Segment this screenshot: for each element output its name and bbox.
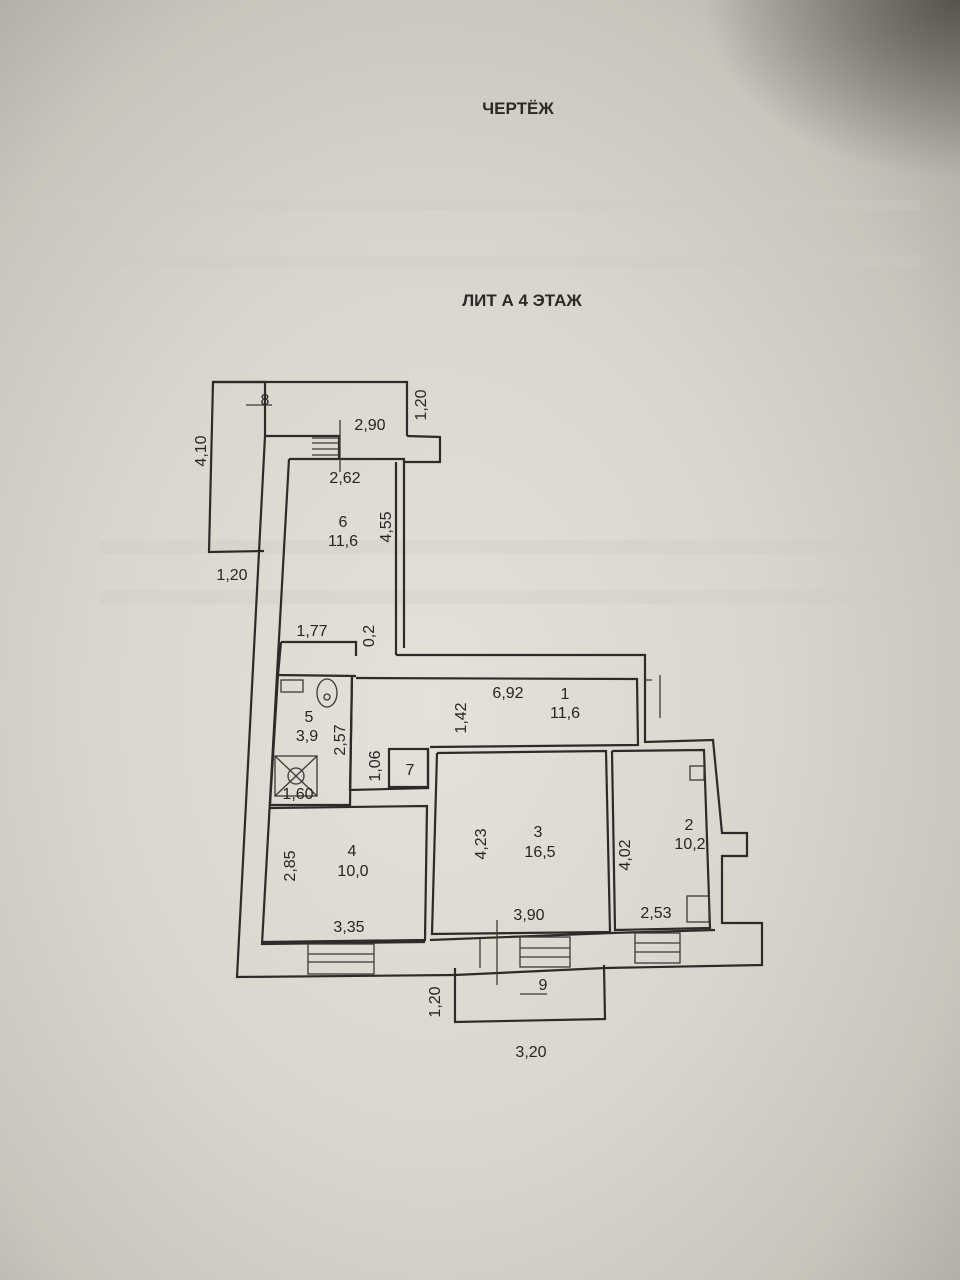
- room-4-area: 10,0: [337, 863, 368, 880]
- room-2-kitchen: [610, 748, 712, 932]
- room-8-number: 8: [261, 392, 270, 409]
- document-subtitle: ЛИТ А 4 ЭТАЖ: [462, 291, 582, 310]
- dim-balcony8-height: 4,10: [193, 435, 210, 466]
- sink-icon: [689, 765, 705, 781]
- dim-room7-width: 1,06: [367, 750, 384, 781]
- room-4: [261, 804, 429, 944]
- room-6-number: 6: [339, 514, 348, 531]
- room-5-area: 3,9: [296, 728, 318, 745]
- room-6: [281, 420, 406, 656]
- dim-balcony8-width: 2,90: [354, 417, 385, 434]
- windows: [307, 920, 681, 985]
- room-9-number: 9: [539, 977, 548, 994]
- dim-room6-length: 4,55: [378, 511, 395, 542]
- dim-hall-step: 0,2: [361, 625, 378, 647]
- dim-room1-length: 6,92: [492, 685, 523, 702]
- sink-icon: [280, 679, 304, 693]
- stove-icon: [686, 895, 710, 923]
- room-2-number: 2: [685, 817, 694, 834]
- toilet-icon: [316, 678, 338, 708]
- dim-hall-width: 1,77: [296, 623, 327, 640]
- photo-shadow: [700, 0, 960, 180]
- dim-room5-length: 2,57: [332, 724, 349, 755]
- room-1-number: 1: [561, 686, 570, 703]
- dim-room3-width: 3,90: [513, 907, 544, 924]
- bleed-through: [40, 200, 920, 604]
- room-3: [430, 749, 612, 936]
- room-7-number: 7: [406, 762, 415, 779]
- document-title: ЧЕРТЁЖ: [482, 99, 554, 118]
- room-5-number: 5: [305, 709, 314, 726]
- room-3-number: 3: [534, 824, 543, 841]
- dim-balcony8-bottom: 1,20: [216, 567, 247, 584]
- room-6-area: 11,6: [328, 533, 358, 550]
- dim-room2-height: 4,02: [617, 839, 634, 870]
- dim-balcony9-width: 3,20: [515, 1044, 546, 1061]
- shower-icon: [274, 755, 318, 797]
- outer-walls: [235, 434, 764, 979]
- dim-room2-width: 2,53: [640, 905, 671, 922]
- dim-balcony8-depth: 1,20: [413, 389, 430, 420]
- room-3-area: 16,5: [524, 844, 555, 861]
- dim-room4-height: 2,85: [282, 850, 299, 881]
- dim-room5-width: 1,60: [282, 786, 313, 803]
- dim-balcony9-depth: 1,20: [427, 986, 444, 1017]
- room-7-closet: [387, 747, 430, 789]
- room-1-area: 11,6: [550, 705, 580, 722]
- room-2-area: 10,2: [674, 836, 705, 853]
- room-4-number: 4: [348, 843, 357, 860]
- dim-room4-width: 3,35: [333, 919, 364, 936]
- balcony-8: [207, 380, 409, 554]
- dim-room1-width: 1,42: [453, 702, 470, 733]
- dim-room6-width: 2,62: [329, 470, 360, 487]
- dim-room3-height: 4,23: [473, 828, 490, 859]
- balcony-9: [453, 964, 607, 1024]
